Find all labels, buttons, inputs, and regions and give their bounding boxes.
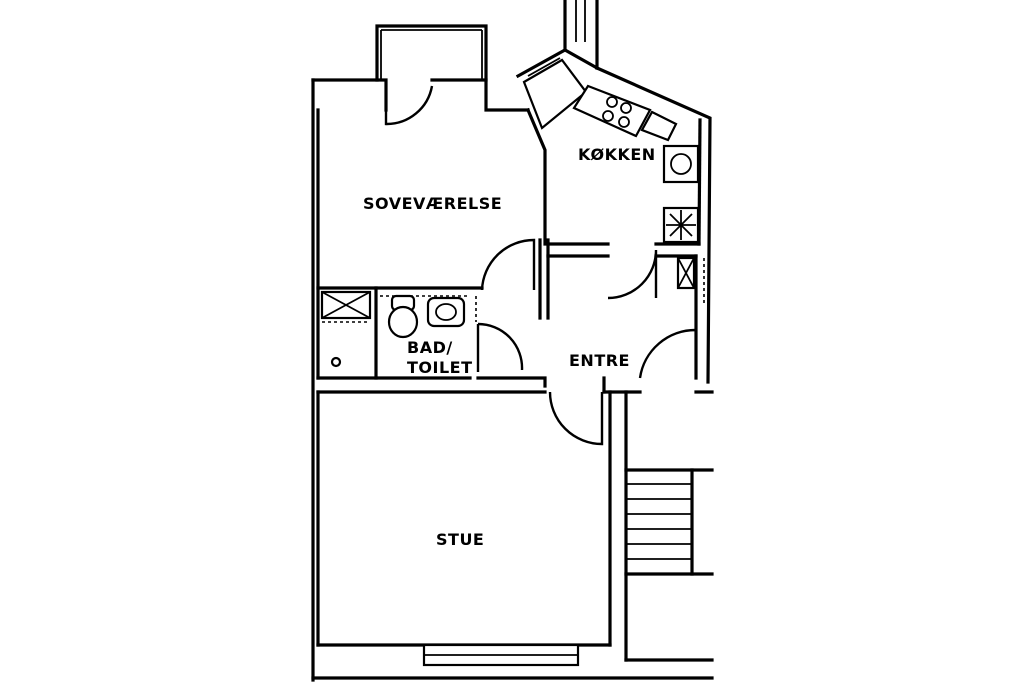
room-label-living: STUE [436,530,484,549]
kitchen-fixtures [522,57,705,304]
room-label-bath-line1: BAD/ [407,338,453,357]
room-label-kitchen: KØKKEN [578,145,656,164]
exterior-walls [311,0,712,682]
room-label-entrance: ENTRE [569,351,630,370]
bathroom-fixtures [320,290,477,368]
staircase [624,468,714,576]
bedroom-balcony [375,24,488,82]
interior-walls [311,238,714,680]
door-swings [384,85,698,446]
room-label-bath-line2: TOILET [407,358,473,377]
living-room-window [422,643,580,667]
room-label-bedroom: SOVEVÆRELSE [363,194,502,213]
